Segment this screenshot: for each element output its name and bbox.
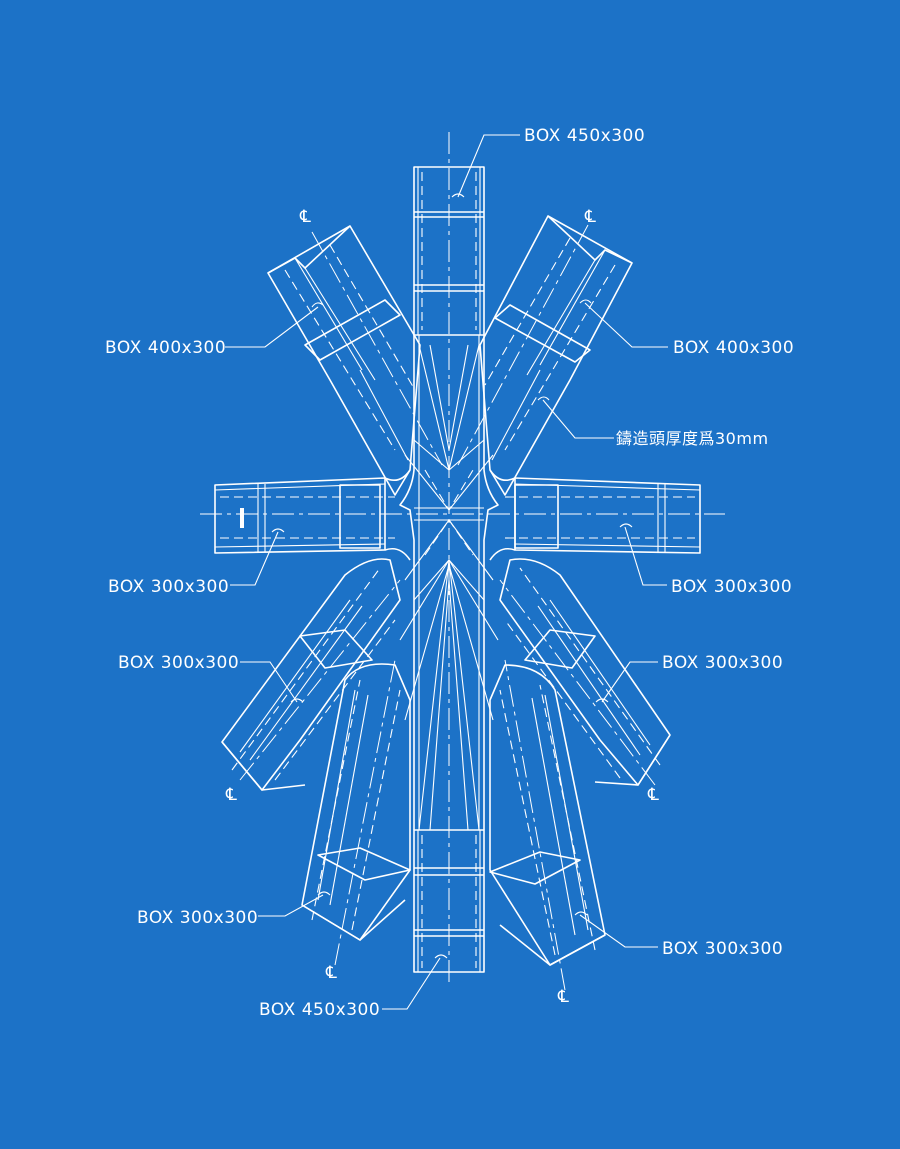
right-beam-member — [489, 469, 701, 561]
label-upper-right-brace: BOX 400x300 — [673, 338, 794, 358]
centerline-symbol-upper-left: ℄ — [299, 207, 311, 227]
bottom-column-member — [413, 829, 485, 973]
bottom-left-brace-member — [301, 659, 411, 966]
label-right-beam: BOX 300x300 — [671, 577, 792, 597]
leader-lines — [225, 134, 668, 1010]
centerline-symbol-upper-right: ℄ — [584, 207, 596, 227]
bottom-right-brace-member — [489, 659, 606, 991]
member-labels: BOX 450x300 BOX 400x300 BOX 400x300 鑄造頭厚… — [105, 126, 794, 1020]
upper-left-brace-member — [267, 225, 443, 496]
left-beam-member — [214, 469, 411, 561]
label-casting-note: 鑄造頭厚度爲30mm — [616, 429, 769, 448]
label-top-column: BOX 450x300 — [524, 126, 645, 146]
label-lower-left-brace: BOX 300x300 — [118, 653, 239, 673]
centerline-symbol-bottom-right: ℄ — [557, 987, 569, 1007]
beam-marker — [240, 508, 244, 528]
lower-left-brace-member — [221, 558, 401, 791]
leader-hooks — [271, 193, 633, 959]
label-bottom-right-brace: BOX 300x300 — [662, 939, 783, 959]
centerline-symbol-lower-right: ℄ — [647, 785, 659, 805]
label-left-beam: BOX 300x300 — [108, 577, 229, 597]
central-cast-node — [399, 335, 499, 831]
label-upper-left-brace: BOX 400x300 — [105, 338, 226, 358]
centerline-symbol-lower-left: ℄ — [225, 785, 237, 805]
lower-right-brace-member — [499, 558, 671, 786]
label-bottom-left-brace: BOX 300x300 — [137, 908, 258, 928]
centerline-symbols: ℄ ℄ ℄ ℄ ℄ ℄ — [225, 207, 659, 1007]
label-bottom-column: BOX 450x300 — [259, 1000, 380, 1020]
label-lower-right-brace: BOX 300x300 — [662, 653, 783, 673]
centerlines — [200, 132, 725, 985]
centerline-symbol-bottom-left: ℄ — [325, 963, 337, 983]
